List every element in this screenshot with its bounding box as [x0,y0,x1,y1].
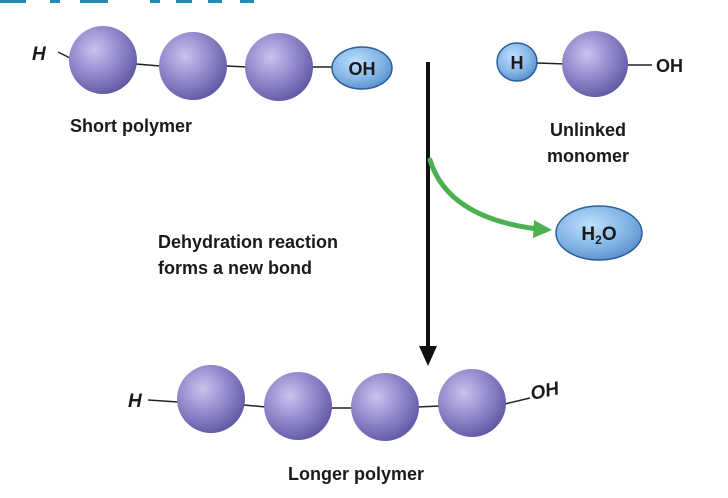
monomer [351,373,419,441]
unlinked-label-line2: monomer [547,146,629,166]
monomer [245,33,313,101]
water-formula: H2O [581,224,616,247]
monomer [69,26,137,94]
oh-end-label: OH [656,56,683,76]
short-polymer: H OH [32,26,393,101]
reaction-label-line2: forms a new bond [158,258,312,278]
monomer [562,31,628,97]
short-polymer-label: Short polymer [70,116,192,136]
bond [225,65,249,68]
water-ellipse [555,205,643,261]
water-arrow-head [533,220,552,238]
bond [504,397,531,405]
header-remnant [0,0,254,3]
bond [57,51,71,59]
reaction-arrow [419,62,437,366]
longer-polymer: H OH [128,365,562,441]
oh-end-label: OH [349,59,376,79]
water-arrow [427,157,552,238]
reaction-label-line1: Dehydration reaction [158,232,338,252]
arrow-head [419,346,437,366]
monomer [264,372,332,440]
h-end-group [496,42,538,82]
longer-polymer-label: Longer polymer [288,464,424,484]
h-end-label: H [511,53,524,73]
bond [536,62,567,65]
bond [243,404,267,408]
unlinked-monomer: H OH [496,31,683,97]
h-end-label: H [32,44,47,65]
oh-end-label: OH [529,378,562,405]
monomer [177,365,245,433]
oh-end-group [331,46,393,90]
bond [135,63,161,67]
unlinked-label-line1: Unlinked [550,120,626,140]
water-arrow-curve [427,157,541,232]
monomer [438,369,506,437]
water-molecule: H2O [555,205,643,261]
bond [416,405,441,408]
bond [147,399,179,403]
monomer [159,32,227,100]
h-end-label: H [128,391,143,412]
